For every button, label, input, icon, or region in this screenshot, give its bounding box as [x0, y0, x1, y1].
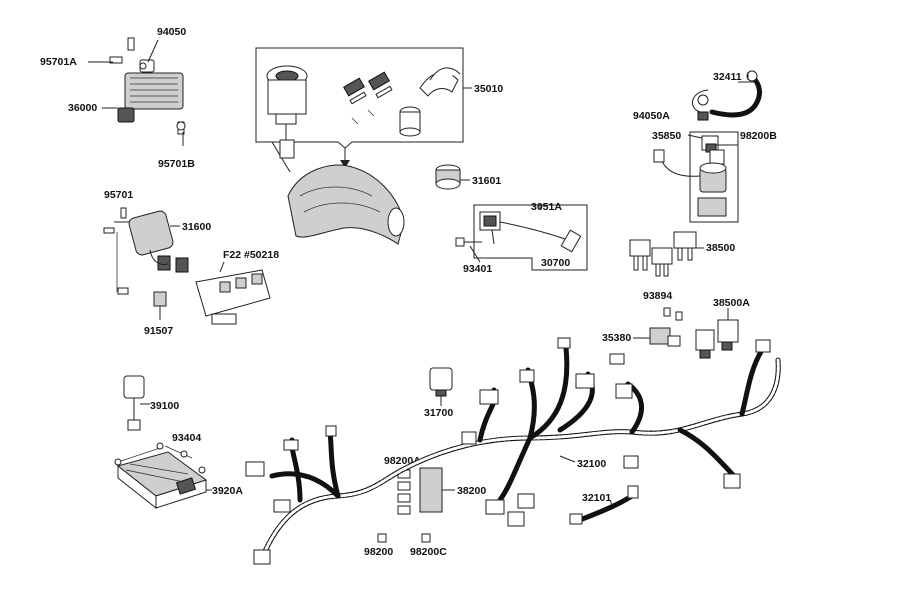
label-94050A: 94050A — [633, 110, 670, 122]
label-39100: 39100 — [150, 400, 179, 412]
label-38500A: 38500A — [713, 297, 750, 309]
label-98200B: 98200B — [740, 130, 777, 142]
sensor-35380-assembly[interactable] — [633, 307, 739, 359]
relay-39100[interactable] — [123, 375, 150, 431]
fuses-38500[interactable] — [629, 231, 704, 277]
main-wiring-harness[interactable] — [245, 337, 781, 565]
sub-harness-32101[interactable] — [569, 485, 639, 525]
starter-relay-assembly[interactable] — [653, 70, 762, 223]
label-93404: 93404 — [172, 432, 201, 444]
relay-block-38200[interactable] — [377, 467, 455, 543]
regulator-assembly[interactable] — [88, 37, 186, 146]
label-93894: 93894 — [643, 290, 672, 302]
label-91507: 91507 — [144, 325, 173, 337]
label-36000: 36000 — [68, 102, 97, 114]
label-95701: 95701 — [104, 189, 133, 201]
label-31700: 31700 — [424, 407, 453, 419]
label-95701B: 95701B — [158, 158, 195, 170]
label-31601: 31601 — [472, 175, 501, 187]
label-31600: 31600 — [182, 221, 211, 233]
label-3920A: 3920A — [212, 485, 243, 497]
ignition-key-set[interactable] — [255, 47, 472, 173]
flasher-relay-31600[interactable] — [103, 207, 271, 325]
label-30700: 30700 — [541, 257, 570, 269]
label-35010: 35010 — [474, 83, 503, 95]
relay-31700[interactable] — [429, 367, 453, 406]
handlebar-cover[interactable] — [287, 164, 405, 245]
label-38200: 38200 — [457, 485, 486, 497]
label-93401: 93401 — [463, 263, 492, 275]
ecu-3920A[interactable] — [114, 442, 212, 510]
label-98200: 98200 — [364, 546, 393, 558]
label-38500: 38500 — [706, 242, 735, 254]
label-32101: 32101 — [582, 492, 611, 504]
label-F22: F22 — [223, 249, 241, 261]
horn-31601[interactable] — [435, 164, 470, 190]
label-32100: 32100 — [577, 458, 606, 470]
label-95701A: 95701A — [40, 56, 77, 68]
sensor-3051A-assembly[interactable] — [455, 204, 588, 271]
label-50218: #50218 — [244, 249, 279, 261]
label-98200C: 98200C — [410, 546, 447, 558]
label-32411: 32411 — [713, 71, 742, 83]
label-35850: 35850 — [652, 130, 681, 142]
label-94050: 94050 — [157, 26, 186, 38]
label-35380: 35380 — [602, 332, 631, 344]
label-3051A: 3051A — [531, 201, 562, 213]
